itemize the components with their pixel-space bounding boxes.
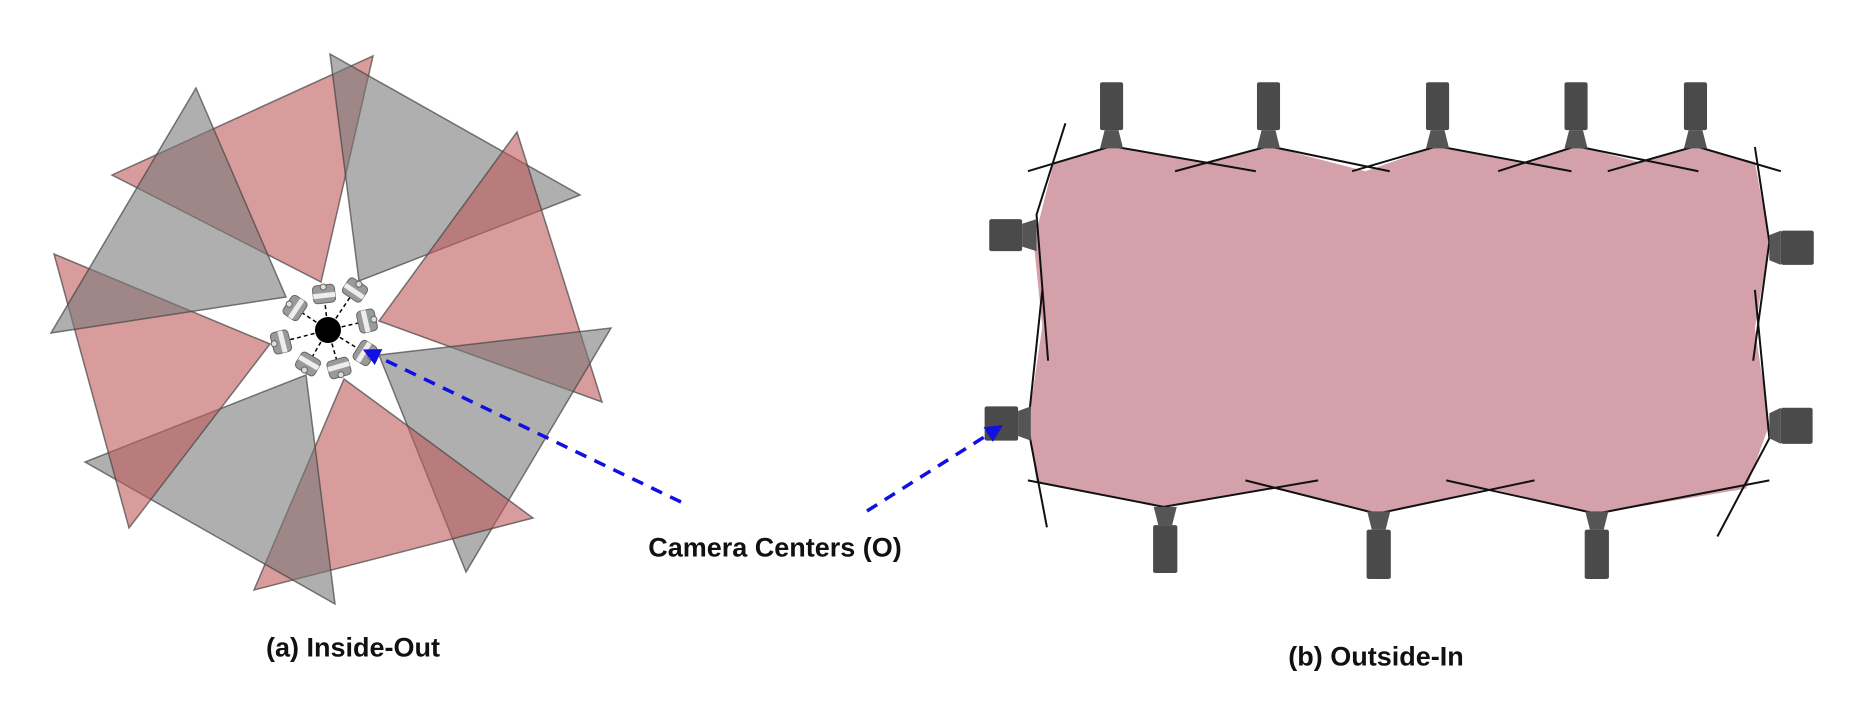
field-of-view-gray: [49, 86, 288, 334]
camera-icon: [341, 277, 369, 303]
camera-icon: [1564, 82, 1588, 149]
camera-icon: [269, 329, 293, 355]
camera-icon: [984, 406, 1031, 441]
camera-icon: [326, 356, 352, 380]
arrow-to-outside-in-camera: [866, 425, 1003, 513]
camera-icon: [1256, 82, 1281, 149]
camera-center-dot: [315, 317, 341, 343]
camera-icon: [1584, 511, 1609, 579]
camera-icon: [1100, 82, 1124, 149]
camera-centers-annotation: Camera Centers (O): [648, 532, 902, 563]
annotation-arrows: [362, 349, 1003, 513]
fov-boundary: [1037, 123, 1066, 360]
caption-inside-out: (a) Inside-Out: [266, 632, 440, 663]
outside-in-diagram: [984, 82, 1814, 579]
camera-icon: [282, 294, 308, 322]
arrow-to-inside-out-center: [362, 349, 682, 504]
camera-icon: [989, 219, 1037, 252]
camera-icon: [1366, 511, 1391, 579]
camera-icon: [356, 308, 378, 334]
camera-icon: [1153, 506, 1178, 574]
inside-out-diagram: [49, 52, 613, 606]
camera-icon: [1683, 82, 1708, 149]
camera-icon: [294, 351, 322, 377]
camera-icon: [1769, 230, 1814, 265]
caption-outside-in: (b) Outside-In: [1288, 641, 1464, 672]
coverage-region: [1027, 146, 1770, 514]
camera-icon: [352, 339, 378, 367]
camera-icon: [1426, 82, 1450, 149]
camera-icon: [311, 283, 337, 305]
camera-icon: [1769, 407, 1813, 444]
